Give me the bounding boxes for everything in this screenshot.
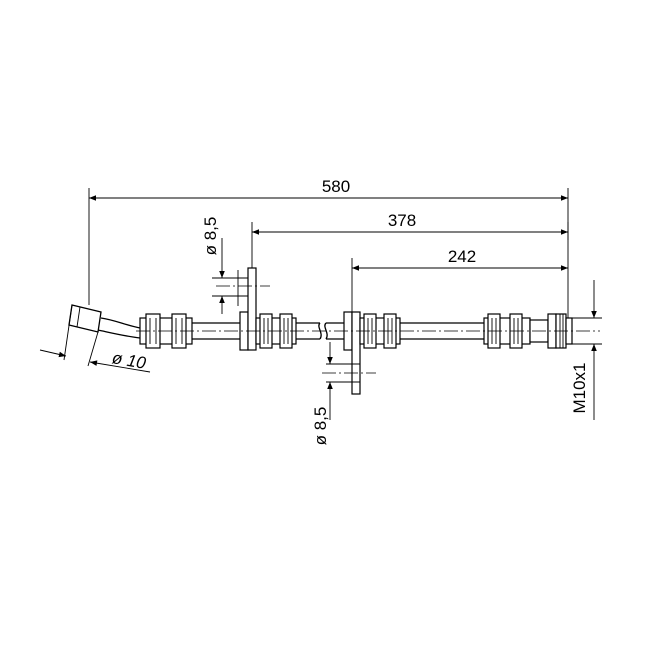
dimension-242-label: 242	[448, 247, 476, 266]
dimension-thread: M10x1	[570, 280, 602, 420]
dimension-bracket-hole-left: ø 8,5	[201, 217, 270, 314]
hole-left-label: ø 8,5	[201, 217, 220, 256]
dimension-end-diameter: ø 10	[39, 304, 151, 373]
hose-body	[68, 267, 600, 395]
dimension-middle-bracket-length: 378	[251, 211, 569, 268]
dimension-580-label: 580	[322, 177, 350, 196]
thread-label: M10x1	[570, 362, 589, 413]
dimension-bracket-hole-right: ø 8,5	[311, 342, 376, 445]
dimension-end-bracket-length: 242	[351, 247, 568, 312]
hole-right-label: ø 8,5	[311, 407, 330, 446]
left-angled-fitting	[68, 304, 141, 339]
bracket-plate-left	[239, 267, 257, 351]
end-diameter-label: ø 10	[111, 348, 148, 373]
dimension-overall-length: 580	[88, 177, 569, 318]
dimension-378-label: 378	[388, 211, 416, 230]
